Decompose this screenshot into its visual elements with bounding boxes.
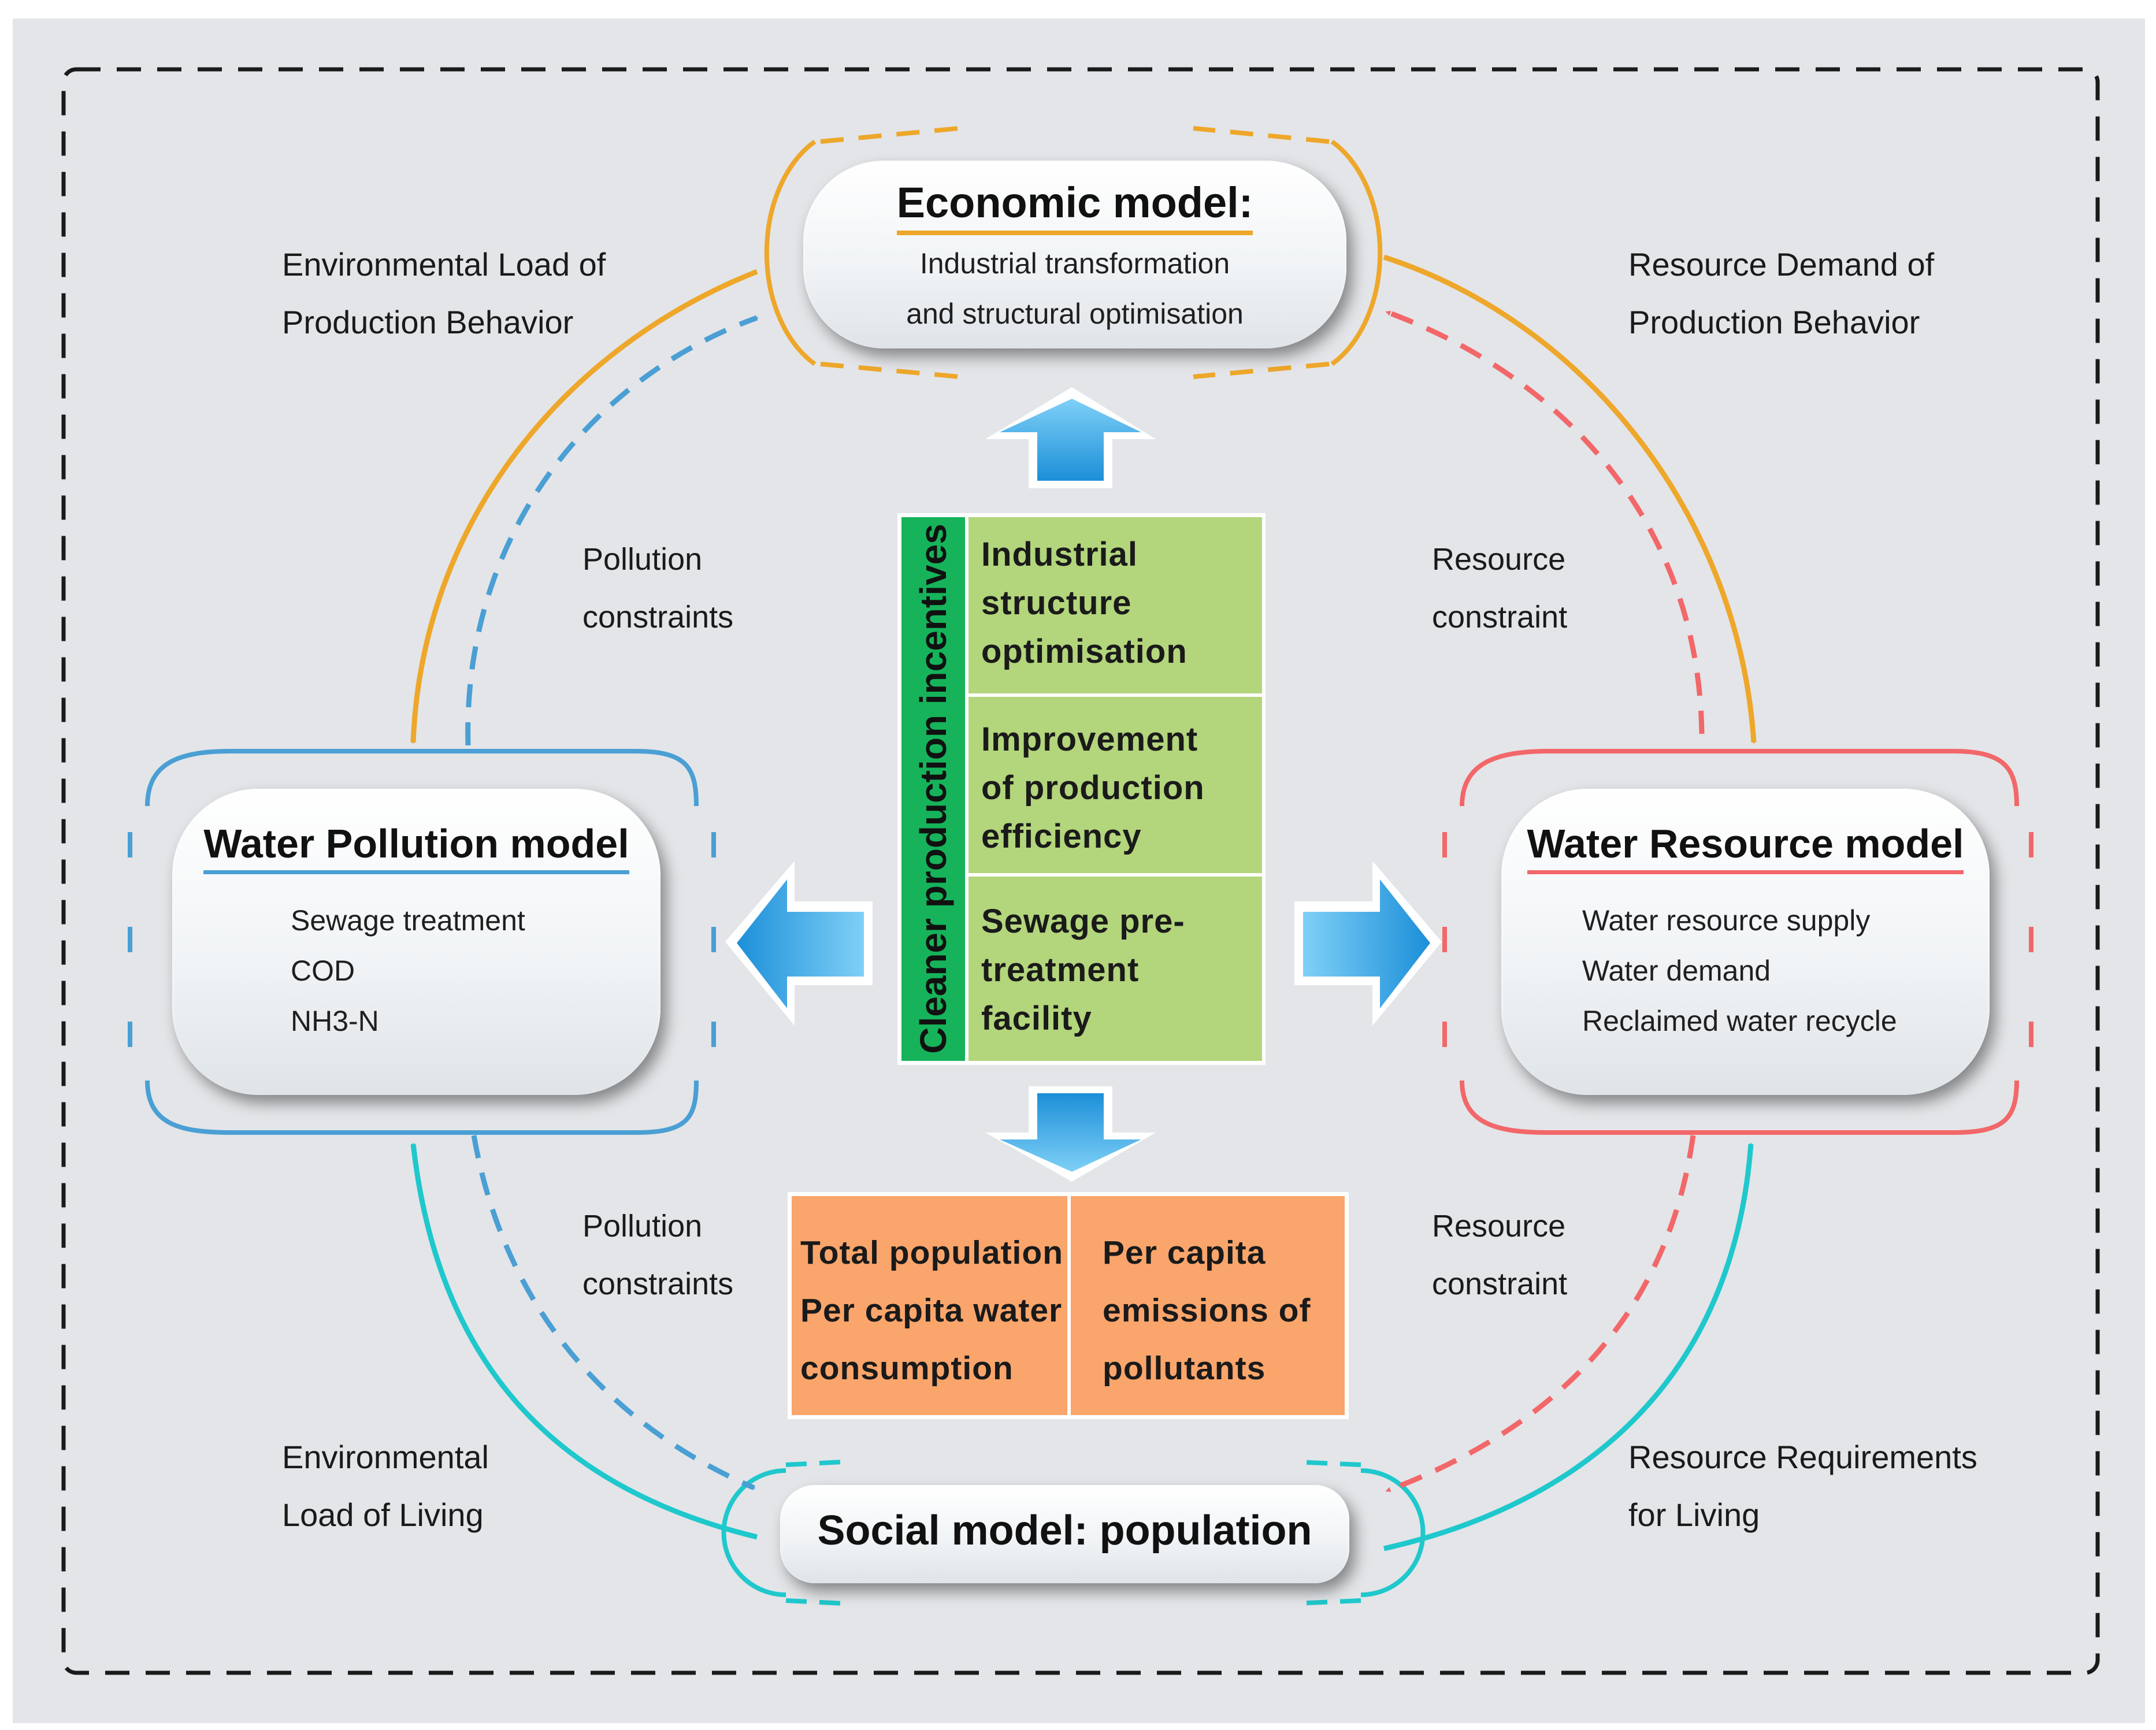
- block-arrow-left: [725, 861, 873, 1026]
- center-cell-2-line-2: of production: [981, 769, 1205, 807]
- label-resource-requirements-living-1: Resource Requirements: [1628, 1439, 1977, 1475]
- economic-model-line-1: Industrial transformation: [919, 247, 1230, 280]
- arrow-resource-constraint-bottom: [1385, 1135, 1696, 1494]
- social-factor-left-line-3: consumption: [800, 1350, 1014, 1387]
- economic-bracket: [764, 126, 1383, 379]
- social-factors-panel: [788, 1192, 1349, 1419]
- economic-model-line-2: and structural optimisation: [906, 298, 1244, 330]
- water-resource-item-3: Reclaimed water recycle: [1582, 1005, 1897, 1037]
- center-cell-2-line-1: Improvement: [981, 721, 1198, 758]
- social-model-card: Social model: population: [780, 1485, 1349, 1583]
- outer-dashed-frame: [61, 67, 2100, 1675]
- water-resource-model-card: Water Resource model Water resource supp…: [1501, 789, 1990, 1095]
- water-resource-bracket: [1442, 749, 2033, 1135]
- social-factor-left-line-1: Total population: [800, 1234, 1064, 1271]
- label-resource-constraint-top-1: Resource: [1432, 542, 1566, 577]
- water-pollution-bracket: [128, 749, 716, 1135]
- arrow-env-load-living: [410, 1142, 758, 1540]
- label-pollution-constraints-top-1: Pollution: [582, 542, 703, 577]
- block-arrow-right: [1294, 861, 1442, 1026]
- arrow-env-load-production: [410, 269, 758, 744]
- economic-model-title: Economic model:: [803, 178, 1346, 235]
- label-env-load-living-1: Environmental: [282, 1439, 489, 1475]
- block-arrow-down: [985, 1086, 1156, 1182]
- water-pollution-model-card: Water Pollution model Sewage treatment C…: [172, 789, 660, 1095]
- water-pollution-item-1: Sewage treatment: [291, 904, 525, 937]
- block-arrow-up: [985, 387, 1156, 488]
- social-factor-right-line-1: Per capita: [1103, 1234, 1266, 1271]
- social-model-title: Social model: population: [817, 1508, 1312, 1554]
- water-resource-item-1: Water resource supply: [1582, 904, 1871, 937]
- center-cell-1-line-1: Industrial: [981, 536, 1138, 573]
- label-resource-constraint-top-2: constraint: [1432, 600, 1568, 634]
- water-resource-model-title: Water Resource model: [1501, 821, 1990, 874]
- arrow-resource-requirements-living: [1383, 1142, 1754, 1551]
- center-cell-3-line-3: facility: [981, 1000, 1092, 1037]
- label-resource-demand-production-2: Production Behavior: [1628, 304, 1920, 340]
- label-resource-requirements-living-2: for Living: [1628, 1497, 1760, 1533]
- water-resource-item-2: Water demand: [1582, 955, 1771, 987]
- label-pollution-constraints-bottom-1: Pollution: [582, 1209, 703, 1243]
- arrow-pollution-constraints-top: [465, 315, 759, 746]
- label-env-load-production-2: Production Behavior: [282, 304, 574, 340]
- label-resource-demand-production-1: Resource Demand of: [1628, 246, 1935, 283]
- social-factor-right-line-3: pollutants: [1103, 1350, 1266, 1387]
- water-pollution-item-2: COD: [291, 955, 355, 987]
- center-cell-1-line-2: structure: [981, 584, 1132, 622]
- arrow-resource-constraint-top: [1385, 309, 1705, 734]
- label-resource-constraint-bottom-1: Resource: [1432, 1209, 1566, 1243]
- social-bracket: [721, 1460, 1426, 1606]
- water-pollution-model-title: Water Pollution model: [172, 821, 660, 874]
- label-env-load-living-2: Load of Living: [282, 1497, 484, 1533]
- water-pollution-item-3: NH3-N: [291, 1005, 379, 1037]
- center-cell-3-line-2: treatment: [981, 951, 1140, 989]
- label-resource-constraint-bottom-2: constraint: [1432, 1267, 1568, 1301]
- arrow-resource-demand-production: [1383, 254, 1757, 744]
- social-factor-left-line-2: Per capita water: [800, 1292, 1063, 1329]
- economic-model-card: Economic model: Industrial transformatio…: [803, 161, 1346, 348]
- center-cell-1-line-3: optimisation: [981, 633, 1188, 670]
- center-cell-2-line-3: efficiency: [981, 818, 1142, 855]
- label-pollution-constraints-bottom-2: constraints: [582, 1267, 734, 1301]
- arrow-pollution-constraints-bottom: [471, 1135, 756, 1491]
- cleaner-production-panel: [897, 513, 1266, 1065]
- center-cell-3-line-1: Sewage pre-: [981, 903, 1185, 940]
- social-factor-right-line-2: emissions of: [1103, 1292, 1311, 1329]
- cleaner-production-vertical-label: Cleaner production incentives: [912, 524, 954, 1054]
- label-env-load-production-1: Environmental Load of: [282, 246, 606, 283]
- label-pollution-constraints-top-2: constraints: [582, 600, 734, 634]
